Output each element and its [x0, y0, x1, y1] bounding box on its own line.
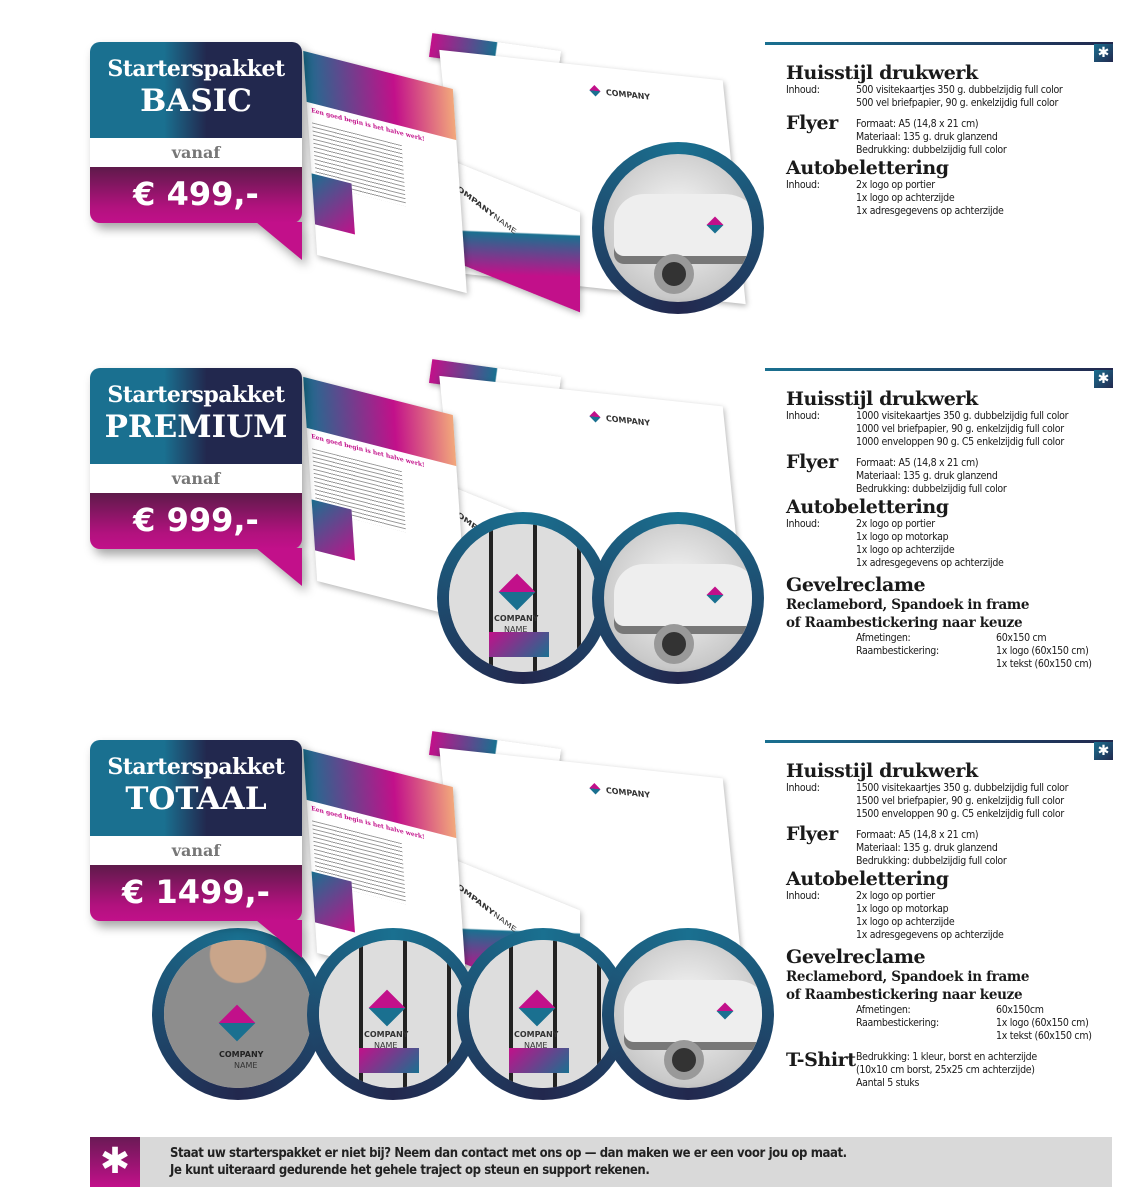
detail-item: Materiaal: 135 g. druk glanzend [856, 470, 998, 482]
heading-flyer: Flyer [786, 823, 838, 845]
heading-autobelettering: Autobelettering [786, 157, 949, 179]
detail-item: Bedrukking: dubbelzijdig full color [856, 855, 1007, 867]
detail-item: Bedrukking: dubbelzijdig full color [856, 144, 1007, 156]
heading-huisstijl: Huisstijl drukwerk [786, 62, 978, 84]
van-photo [602, 928, 774, 1100]
heading-flyer: Flyer [786, 112, 838, 134]
contact-line-1: Staat uw starterspakket er niet bij? Nee… [170, 1146, 847, 1161]
package-details: Huisstijl drukwerk Inhoud:500 visitekaar… [786, 62, 1126, 218]
heading-huisstijl: Huisstijl drukwerk [786, 388, 978, 410]
heading-autobelettering: Autobelettering [786, 496, 949, 518]
price: € 499,- [90, 167, 302, 223]
divider [765, 42, 1113, 45]
detail-item: Materiaal: 135 g. druk glanzend [856, 842, 998, 854]
package-name: BASIC [140, 83, 252, 119]
detail-item: 500 visitekaartjes 350 g. dubbelzijdig f… [856, 84, 1063, 96]
heading-tshirt: T-Shirt [786, 1049, 856, 1071]
badge-tail [256, 548, 302, 586]
detail-item: 1500 visitekaartjes 350 g. dubbelzijdig … [856, 782, 1069, 794]
van-photo [592, 142, 764, 314]
contact-banner: ✱ Staat uw starterspakket er niet bij? N… [90, 1137, 1112, 1187]
price: € 999,- [90, 493, 302, 549]
detail-item: 1x logo op achterzijde [856, 544, 955, 556]
detail-item: 2x logo op portier [856, 890, 935, 902]
heading-gevelreclame: Gevelreclame [786, 946, 926, 968]
detail-item: 1x logo op achterzijde [856, 916, 955, 928]
detail-item: Formaat: A5 (14,8 x 21 cm) [856, 118, 979, 130]
from-label: vanaf [90, 138, 302, 167]
contact-line-2: Je kunt uiteraard gedurende het gehele t… [170, 1163, 650, 1178]
asterisk-icon: ✱ [1094, 370, 1113, 388]
detail-item: 1x adresgegevens op achterzijde [856, 205, 1004, 217]
divider [765, 740, 1113, 743]
package-details: Huisstijl drukwerk Inhoud:1000 visitekaa… [786, 388, 1126, 671]
detail-item: 1500 enveloppen 90 g. C5 enkelzijdig ful… [856, 808, 1064, 820]
detail-item: 2x logo op portier [856, 179, 935, 191]
detail-item: Bedrukking: dubbelzijdig full color [856, 483, 1007, 495]
detail-item: 1x adresgegevens op achterzijde [856, 929, 1004, 941]
detail-item: Aantal 5 stuks [856, 1077, 920, 1089]
package-name: TOTAAL [125, 781, 267, 817]
detail-item: (10x10 cm borst, 25x25 cm achterzijde) [856, 1064, 1035, 1076]
detail-item: 1x adresgegevens op achterzijde [856, 557, 1004, 569]
price: € 1499,- [90, 865, 302, 921]
package-name: PREMIUM [104, 409, 288, 445]
badge-title: Starterspakket [107, 382, 285, 408]
detail-item: Formaat: A5 (14,8 x 21 cm) [856, 457, 979, 469]
from-label: vanaf [90, 464, 302, 493]
detail-item: Materiaal: 135 g. druk glanzend [856, 131, 998, 143]
asterisk-icon: ✱ [90, 1137, 140, 1187]
detail-item: Formaat: A5 (14,8 x 21 cm) [856, 829, 979, 841]
asterisk-icon: ✱ [1094, 44, 1113, 62]
detail-item: 1000 vel briefpapier, 90 g. enkelzijdig … [856, 423, 1064, 435]
detail-item: 1000 visitekaartjes 350 g. dubbelzijdig … [856, 410, 1069, 422]
detail-item: 1x logo op achterzijde [856, 192, 955, 204]
heading-huisstijl: Huisstijl drukwerk [786, 760, 978, 782]
badge-title: Starterspakket [107, 56, 285, 82]
van-photo [592, 512, 764, 684]
detail-item: 1x logo op motorkap [856, 903, 949, 915]
detail-item: 1x logo op motorkap [856, 531, 949, 543]
heading-autobelettering: Autobelettering [786, 868, 949, 890]
asterisk-icon: ✱ [1094, 742, 1113, 760]
detail-item: Bedrukking: 1 kleur, borst en achterzijd… [856, 1051, 1037, 1063]
detail-item: 1000 enveloppen 90 g. C5 enkelzijdig ful… [856, 436, 1064, 448]
heading-gevelreclame: Gevelreclame [786, 574, 926, 596]
detail-item: 1500 vel briefpapier, 90 g. enkelzijdig … [856, 795, 1064, 807]
detail-item: 500 vel briefpapier, 90 g. enkelzijdig f… [856, 97, 1059, 109]
from-label: vanaf [90, 836, 302, 865]
heading-flyer: Flyer [786, 451, 838, 473]
badge-tail [256, 920, 302, 958]
badge-tail [256, 222, 302, 260]
divider [765, 368, 1113, 371]
badge-title: Starterspakket [107, 754, 285, 780]
package-details: Huisstijl drukwerk Inhoud:1500 visitekaa… [786, 760, 1126, 1090]
detail-item: 2x logo op portier [856, 518, 935, 530]
